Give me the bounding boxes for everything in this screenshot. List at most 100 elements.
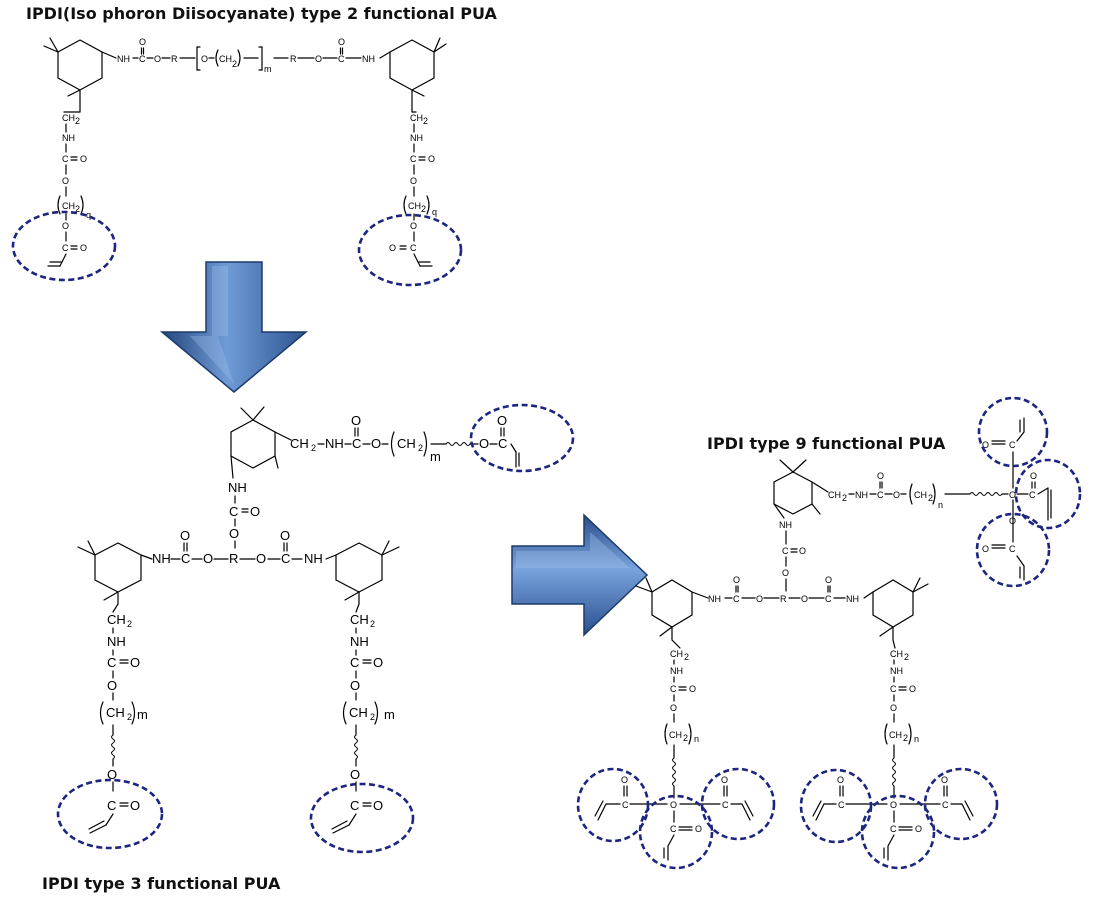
atom-o: O — [410, 221, 417, 231]
atom-o: O — [982, 440, 989, 450]
atom-o: O — [107, 767, 117, 782]
atom-c: C — [782, 546, 789, 556]
atom-o: O — [877, 471, 884, 481]
atom-c: C — [410, 154, 417, 164]
atom-ch2: CH — [62, 113, 75, 123]
subscript-q: q — [86, 210, 91, 220]
atom-o: O — [371, 436, 381, 451]
atom-o: O — [154, 54, 161, 64]
title-type3: IPDI type 3 functional PUA — [42, 874, 281, 893]
atom-c: C — [229, 504, 238, 519]
atom-nh: NH — [325, 436, 344, 451]
atom-subscript: 2 — [232, 59, 237, 69]
atom-o: O — [890, 800, 897, 810]
atom-nh: NH — [117, 54, 130, 64]
type9-structure: CH 2 NH C O O CH 2 n O C O C O — [576, 396, 1082, 870]
atom-nh: NH — [846, 594, 859, 604]
atom-o: O — [915, 824, 922, 834]
atom-subscript: 2 — [904, 652, 909, 662]
atom-o: O — [410, 176, 417, 186]
acrylate-dashed-circle — [638, 794, 714, 870]
acrylate-dashed-circle — [357, 213, 463, 287]
atom-c: C — [877, 490, 884, 500]
atom-o: O — [180, 528, 190, 543]
atom-o: O — [229, 526, 239, 541]
atom-nh: NH — [890, 666, 903, 676]
acrylate-dashed-circle — [576, 767, 650, 843]
atom-o: O — [80, 154, 87, 164]
atom-o: O — [890, 703, 897, 713]
atom-nh: NH — [152, 551, 171, 566]
atom-nh: NH — [855, 490, 868, 500]
atom-subscript: 2 — [928, 493, 933, 503]
atom-subscript: 2 — [127, 712, 132, 722]
atom-c: C — [825, 594, 832, 604]
atom-o: O — [621, 775, 628, 785]
atom-c: C — [670, 824, 677, 834]
acrylate-dashed-circle — [923, 767, 999, 841]
atom-o: O — [351, 413, 361, 428]
atom-o: O — [756, 594, 763, 604]
atom-subscript: 2 — [418, 443, 423, 453]
atom-o: O — [62, 221, 69, 231]
atom-ch2: CH — [669, 730, 682, 740]
atom-c: C — [107, 798, 116, 813]
atom-nh: NH — [62, 133, 75, 143]
atom-o: O — [479, 436, 489, 451]
atom-c: C — [722, 800, 729, 810]
atom-subscript: 2 — [903, 733, 908, 743]
atom-nh: NH — [304, 551, 323, 566]
atom-c: C — [338, 54, 345, 64]
atom-c: C — [181, 551, 190, 566]
atom-o: O — [350, 767, 360, 782]
atom-ch2: CH — [410, 113, 423, 123]
atom-o: O — [80, 243, 87, 253]
atom-r: R — [290, 54, 297, 64]
atom-o: O — [670, 703, 677, 713]
atom-ch2: CH — [408, 201, 421, 211]
atom-subscript: 2 — [311, 443, 316, 453]
atom-ch2: CH — [670, 649, 683, 659]
atom-subscript: 2 — [421, 204, 426, 214]
atom-o: O — [428, 154, 435, 164]
acrylate-dashed-circle — [11, 210, 117, 282]
atom-o: O — [389, 243, 396, 253]
atom-c: C — [1009, 544, 1016, 554]
atom-o: O — [203, 551, 213, 566]
atom-o: O — [350, 678, 360, 693]
acrylate-dashed-circle — [799, 768, 873, 844]
subscript-m: m — [384, 707, 395, 722]
atom-c: C — [62, 154, 69, 164]
atom-r: R — [780, 594, 787, 604]
atom-c: C — [350, 655, 359, 670]
atom-c: C — [942, 800, 949, 810]
atom-r: R — [229, 551, 238, 566]
atom-nh: NH — [670, 666, 683, 676]
atom-nh: NH — [410, 133, 423, 143]
atom-subscript: 2 — [75, 204, 80, 214]
atom-o: O — [250, 504, 260, 519]
atom-c: C — [733, 594, 740, 604]
subscript-m: m — [264, 64, 272, 74]
subscript-m: m — [137, 707, 148, 722]
atom-o: O — [315, 54, 322, 64]
atom-o: O — [280, 528, 290, 543]
atom-o: O — [670, 800, 677, 810]
subscript-n: n — [914, 734, 919, 744]
atom-o: O — [373, 798, 383, 813]
atom-ch2: CH — [890, 649, 903, 659]
atom-nh: NH — [362, 54, 375, 64]
atom-c: C — [1029, 490, 1036, 500]
atom-o: O — [1030, 471, 1037, 481]
atom-subscript: 2 — [683, 733, 688, 743]
subscript-q: q — [432, 207, 437, 217]
atom-nh: NH — [228, 480, 247, 495]
atom-subscript: 2 — [842, 493, 847, 503]
atom-c: C — [281, 551, 290, 566]
atom-o: O — [801, 594, 808, 604]
atom-o: O — [201, 54, 208, 64]
acrylate-dashed-circle — [309, 782, 415, 854]
atom-subscript: 2 — [370, 712, 375, 722]
atom-o: O — [733, 575, 740, 585]
acrylate-dashed-circle — [469, 403, 575, 473]
